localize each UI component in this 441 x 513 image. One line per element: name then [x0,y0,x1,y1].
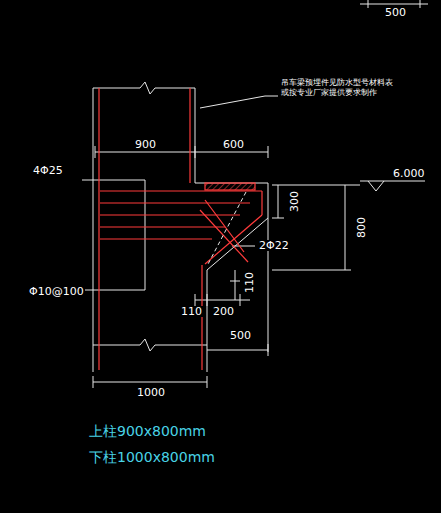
column-size: 上柱900x800mm [88,424,207,438]
rebar-label: Φ10@100 [28,286,85,297]
rebar-label: 4Φ25 [32,165,64,176]
note-text: 吊车梁预埋件见防水型号材料表 或按专业厂家提供要求制作 [280,78,400,99]
dim-text: 500 [384,7,407,18]
dim-text: 500 [229,330,252,341]
dim-text: 200 [212,306,235,317]
dim-text: 110 [180,306,203,317]
dim-text: 900 [134,139,157,150]
level-mark: 6.000 [392,168,426,179]
dim-text: 1000 [136,387,166,398]
column-size: 下柱1000x800mm [88,450,216,464]
dim-text: 110 [244,271,255,294]
dim-text: 800 [356,216,367,239]
rebar-label: 2Φ22 [258,240,290,251]
dim-text: 300 [289,190,300,213]
dim-text: 600 [222,139,245,150]
